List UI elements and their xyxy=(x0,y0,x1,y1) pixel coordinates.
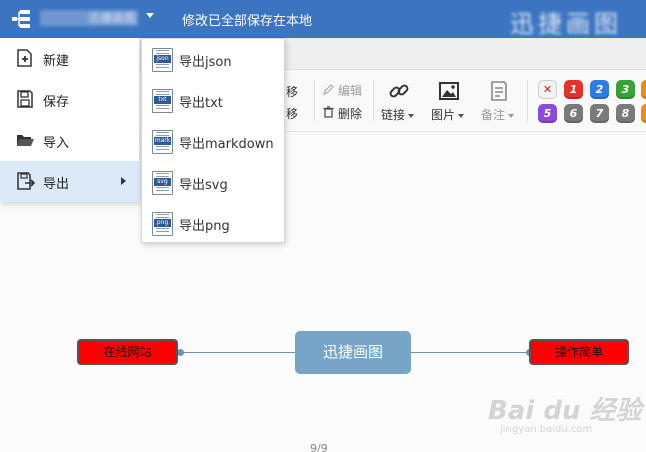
folder-open-icon xyxy=(17,135,34,146)
priority-3-button[interactable]: 3 xyxy=(616,80,635,99)
json-file-icon: json xyxy=(152,48,173,72)
markdown-file-icon: mark xyxy=(152,130,173,154)
mindmap-logo-icon[interactable] xyxy=(10,8,32,30)
txt-file-icon: txt xyxy=(152,89,173,113)
png-file-icon: png xyxy=(152,212,173,236)
page-indicator: 9/9 xyxy=(310,442,328,452)
menu-item-import[interactable]: 导入 xyxy=(0,120,140,161)
export-submenu: json 导出json txt 导出txt mark 导出markdown sv… xyxy=(141,38,285,243)
file-name[interactable]: 迅捷画图 xyxy=(40,10,138,26)
connector-line xyxy=(410,352,532,353)
export-icon xyxy=(17,172,35,190)
toolbar-divider xyxy=(314,80,315,122)
image-button[interactable]: 图片 xyxy=(431,106,465,123)
baidu-watermark: Bai du 经验 xyxy=(488,396,642,426)
priority-2-button[interactable]: 2 xyxy=(590,80,609,99)
delete-button[interactable]: 删除 xyxy=(338,107,363,121)
menu-item-label: 保存 xyxy=(43,95,70,110)
caret-down-icon xyxy=(458,113,465,118)
move-down-button[interactable]: 移 xyxy=(286,107,299,121)
connector-line xyxy=(176,352,296,353)
image-icon xyxy=(439,82,459,100)
menu-item-export[interactable]: 导出 xyxy=(0,161,140,202)
node-left-child[interactable]: 在线网站 xyxy=(77,339,178,365)
save-status: 修改已全部保存在本地 xyxy=(182,14,313,29)
connector-dot xyxy=(177,349,184,356)
note-button[interactable]: 备注 xyxy=(481,106,515,123)
submenu-arrow-icon xyxy=(121,177,126,185)
note-icon xyxy=(491,81,507,101)
root-node[interactable]: 迅捷画图 xyxy=(295,331,411,374)
toolbar-divider xyxy=(373,80,374,122)
priority-4-button[interactable] xyxy=(641,80,646,99)
priority-clear-button[interactable]: ✕ xyxy=(538,80,557,99)
file-menu: 新建 保存 导入 导出 xyxy=(0,38,140,202)
priority-5-button[interactable]: 5 xyxy=(538,104,557,123)
edit-icon xyxy=(323,84,334,95)
menu-item-label: 导出 xyxy=(43,177,70,192)
export-txt-item[interactable]: txt 导出txt xyxy=(142,80,284,121)
priority-9-button[interactable] xyxy=(641,104,646,123)
priority-7-button[interactable]: 7 xyxy=(590,104,609,123)
edit-button[interactable]: 编辑 xyxy=(338,84,363,98)
node-right-child[interactable]: 操作简单 xyxy=(529,339,629,365)
menu-item-save[interactable]: 保存 xyxy=(0,79,140,120)
export-png-item[interactable]: png 导出png xyxy=(142,203,284,244)
file-menu-caret-icon[interactable] xyxy=(146,13,154,18)
export-item-label: 导出svg xyxy=(179,178,228,193)
priority-1-button[interactable]: 1 xyxy=(564,80,583,99)
export-item-label: 导出json xyxy=(179,55,232,70)
caret-down-icon xyxy=(408,113,415,118)
app-title: 迅捷画图 xyxy=(510,10,622,38)
export-svg-item[interactable]: svg 导出svg xyxy=(142,162,284,203)
save-icon xyxy=(17,90,33,108)
baidu-watermark-url: jingyan.baidu.com xyxy=(500,424,593,435)
export-item-label: 导出txt xyxy=(179,96,223,111)
toolbar-divider xyxy=(527,80,528,122)
export-item-label: 导出png xyxy=(179,219,230,234)
caret-down-icon xyxy=(508,113,515,118)
trash-icon xyxy=(323,106,334,118)
menu-item-label: 导入 xyxy=(43,136,70,151)
export-json-item[interactable]: json 导出json xyxy=(142,39,284,80)
priority-6-button[interactable]: 6 xyxy=(564,104,583,123)
svg-file-icon: svg xyxy=(152,171,173,195)
export-item-label: 导出markdown xyxy=(179,137,274,152)
link-button[interactable]: 链接 xyxy=(381,106,415,123)
new-file-icon xyxy=(17,49,32,67)
menu-item-label: 新建 xyxy=(43,54,70,69)
export-markdown-item[interactable]: mark 导出markdown xyxy=(142,121,284,162)
menu-item-new[interactable]: 新建 xyxy=(0,38,140,79)
priority-8-button[interactable]: 8 xyxy=(616,104,635,123)
top-bar: 迅捷画图 修改已全部保存在本地 迅捷画图 xyxy=(0,0,646,38)
move-up-button[interactable]: 移 xyxy=(286,85,299,99)
link-icon xyxy=(389,84,409,98)
